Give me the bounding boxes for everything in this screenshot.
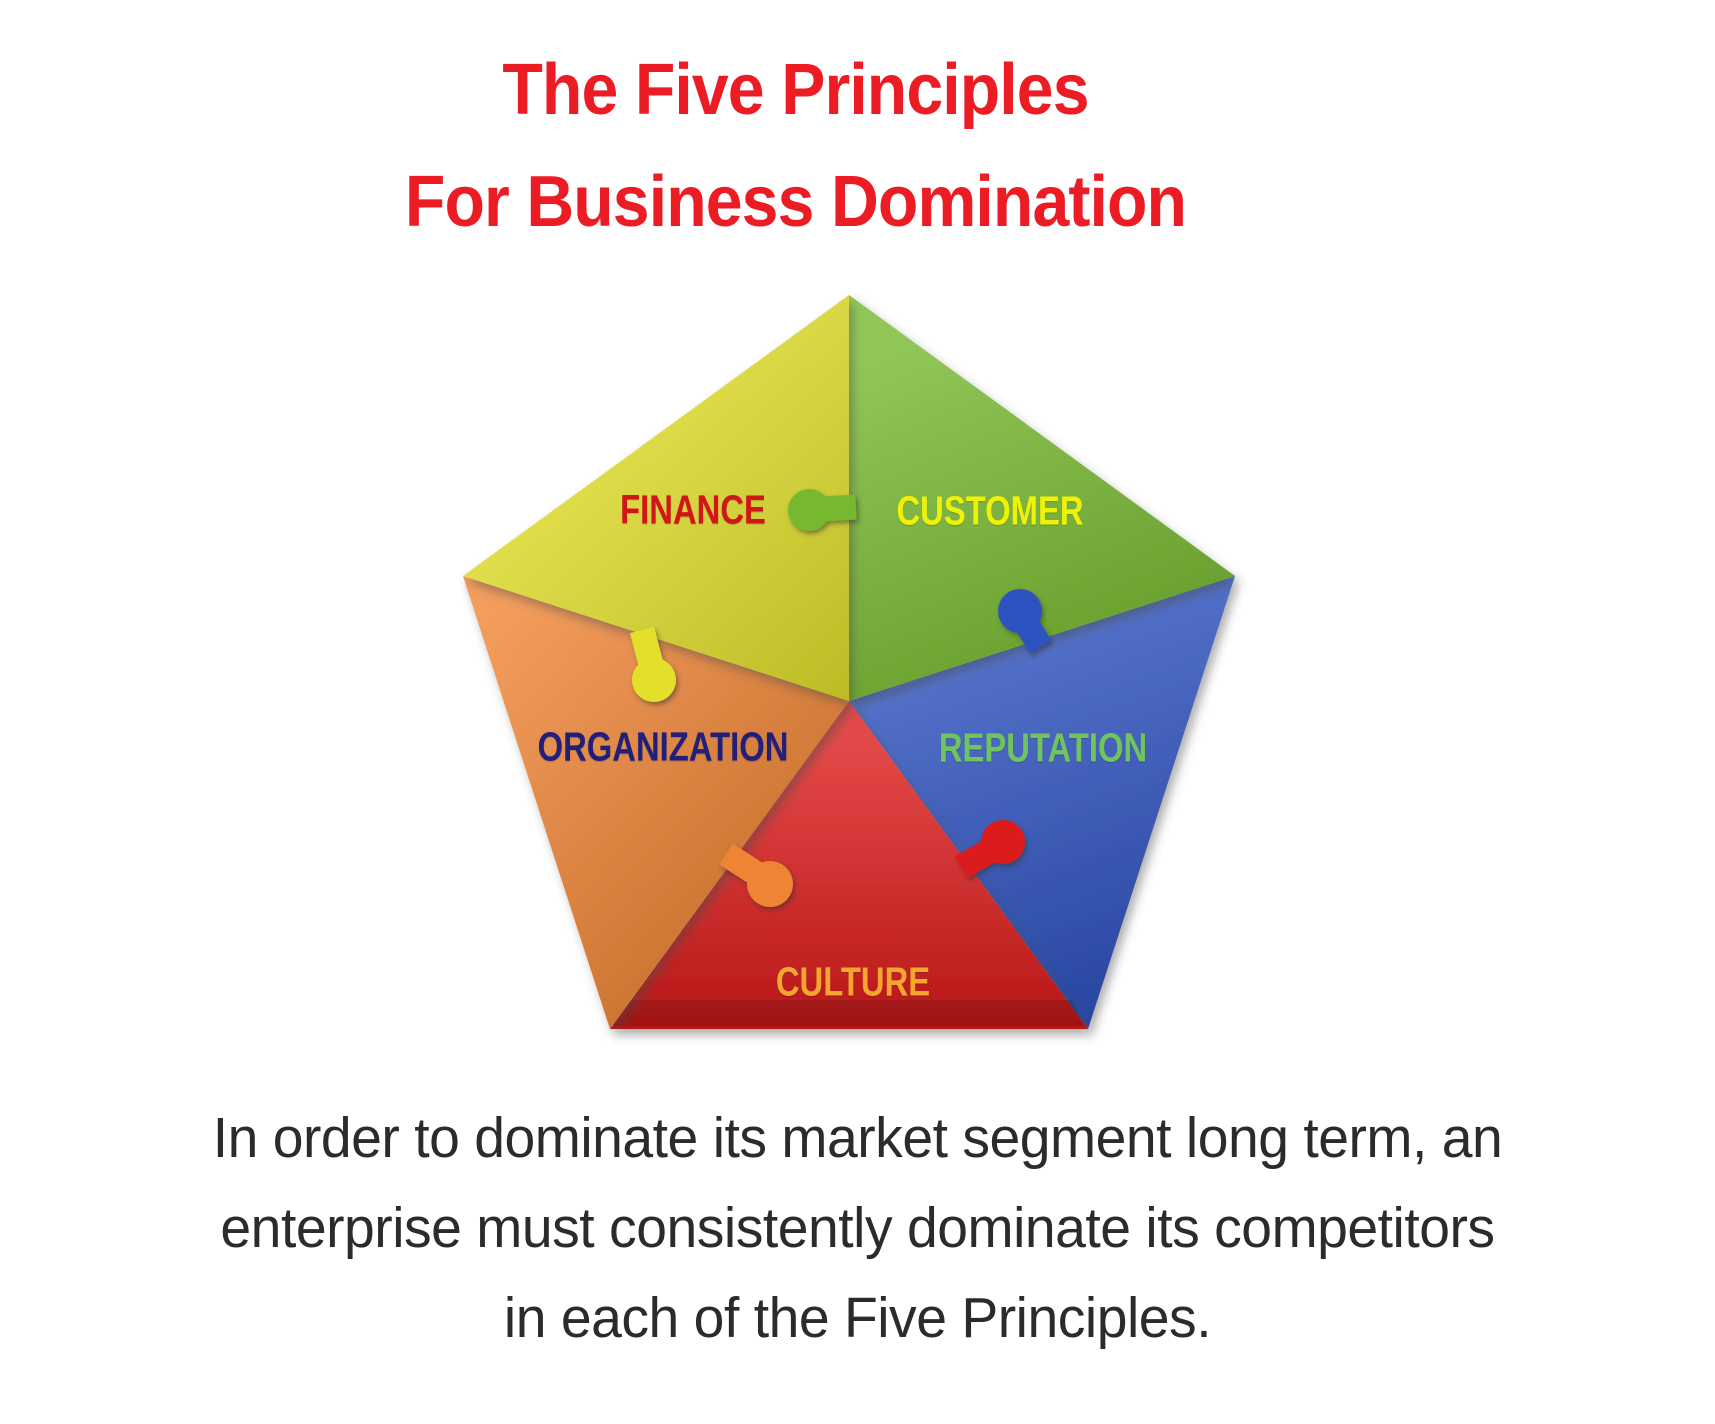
puzzle-piece-finance: [463, 295, 849, 701]
title-line-2: For Business Domination: [404, 162, 1187, 242]
caption-line-1: In order to dominate its market segment …: [212, 1106, 1503, 1170]
label-culture: CULTURE: [775, 958, 931, 1005]
knob-reputation-into-customer: [998, 589, 1052, 654]
label-finance: FINANCE: [620, 486, 766, 533]
caption-line-3: in each of the Five Principles.: [503, 1286, 1212, 1350]
caption-paragraph: In order to dominate its market segment …: [26, 1093, 1690, 1363]
puzzle-piece-culture: [610, 701, 1088, 1029]
label-customer: CUSTOMER: [896, 487, 1084, 534]
knob-finance-into-organization: [629, 626, 676, 702]
puzzle-piece-customer: [849, 295, 1235, 701]
knob-culture-into-reputation: [954, 820, 1025, 878]
title-line-1: The Five Principles: [502, 50, 1089, 130]
knob-customer-into-finance: [788, 489, 857, 531]
page-title: The Five Principles For Business Dominat…: [7, 34, 1585, 258]
label-organization: ORGANIZATION: [537, 723, 789, 770]
culture-bottom-bevel: [614, 1000, 1084, 1026]
caption-line-2: enterprise must consistently dominate it…: [220, 1196, 1495, 1260]
puzzle-piece-reputation: [849, 576, 1235, 1029]
label-reputation: REPUTATION: [938, 724, 1148, 771]
puzzle-piece-organization: [463, 576, 849, 1029]
knob-organization-into-culture: [719, 843, 793, 907]
